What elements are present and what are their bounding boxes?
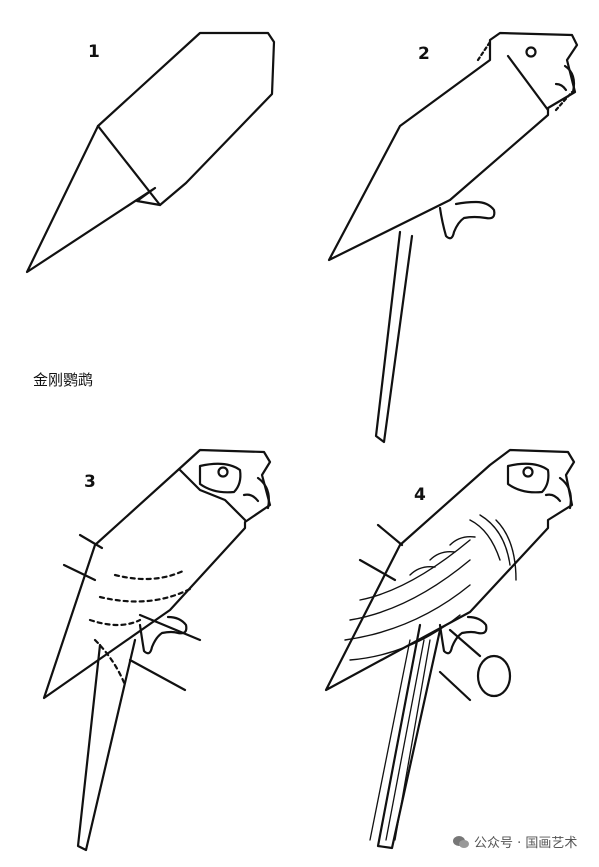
step-2-body-outline (327, 31, 579, 262)
watermark-text: 公众号 · 国画艺术 (474, 836, 578, 851)
step-2-head-line (506, 54, 550, 112)
step-label-2: 2 (418, 44, 430, 64)
step-label-4: 4 (414, 485, 426, 505)
wechat-icon (452, 835, 470, 849)
step-1-inner-line (96, 124, 162, 207)
step-3-head-line (178, 468, 247, 522)
step-4-drawing (324, 448, 576, 850)
step-4-guide (358, 523, 404, 582)
step-label-1: 1 (88, 42, 100, 62)
step-3-beak (242, 476, 270, 510)
step-3-tail (76, 638, 137, 852)
step-2-dashed (476, 40, 574, 112)
step-3-eye (217, 466, 229, 478)
step-2-tail (374, 230, 414, 444)
step-4-tail (376, 623, 442, 850)
step-1-body-outline (25, 31, 276, 274)
step-3-eye-patch (198, 462, 242, 494)
step-3-branch (128, 613, 202, 692)
caption-title: 金刚鹦鹉 (33, 371, 94, 389)
step-4-eye-patch (506, 462, 550, 494)
step-4-feet (438, 615, 488, 655)
step-2-drawing (327, 31, 579, 444)
step-3-feet (138, 615, 188, 655)
step-4-branch (438, 628, 482, 702)
step-4-feather-lines (344, 514, 517, 661)
step-1-drawing (25, 31, 276, 274)
step-3-guide (62, 533, 104, 582)
step-label-3: 3 (84, 472, 96, 492)
step-4-branch-end (476, 654, 512, 698)
step-4-eye (522, 466, 534, 478)
step-4-body-outline (324, 448, 576, 692)
step-4-tail-lines (369, 639, 431, 841)
step-2-beak (554, 64, 576, 94)
step-2-eye (525, 46, 537, 58)
step-2-feet (438, 200, 496, 240)
watermark: 公众号 · 国画艺术 (452, 832, 577, 851)
step-3-drawing (42, 448, 272, 852)
step-3-wing-dashes (88, 568, 192, 687)
step-3-body-outline (42, 448, 272, 700)
step-4-beak (544, 476, 572, 510)
